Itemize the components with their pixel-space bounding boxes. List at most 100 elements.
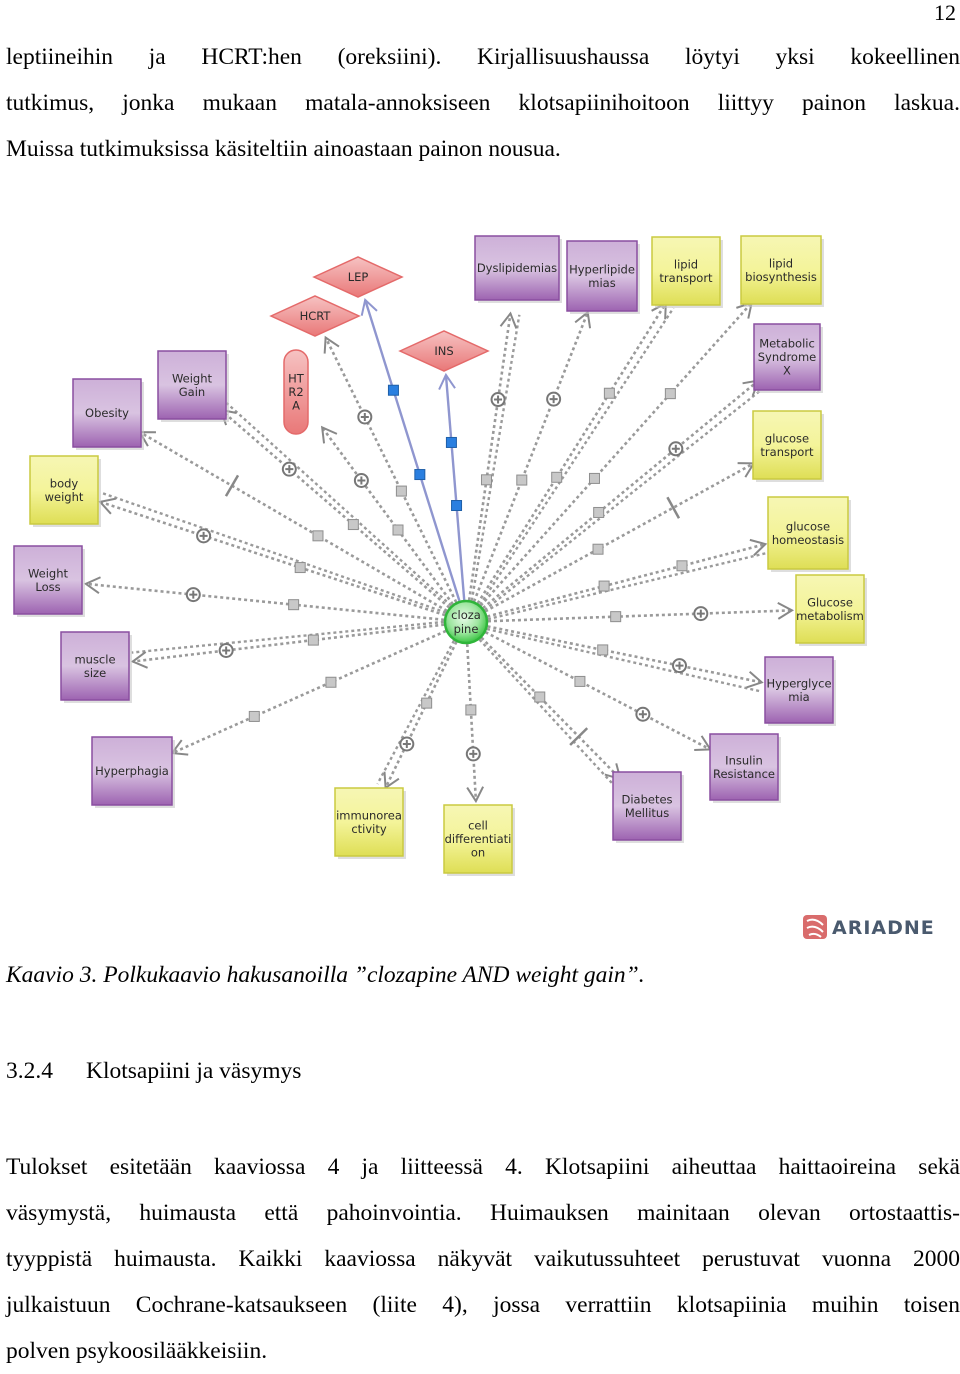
node-ins[interactable]: INS — [398, 330, 490, 372]
node-box — [764, 656, 834, 724]
node-label: ctivity — [351, 822, 387, 836]
node-hcrt[interactable]: HCRT — [269, 295, 361, 337]
edge-square-marker — [480, 474, 492, 486]
node-obesity[interactable]: Obesity — [72, 378, 144, 450]
edge-square-marker — [664, 388, 676, 400]
arrowhead — [360, 297, 378, 316]
node-label: differentiati — [445, 832, 512, 846]
edge-square-marker — [676, 560, 688, 572]
node-label: size — [84, 666, 106, 680]
node-label: Weight — [172, 371, 213, 385]
node-hyperphagia[interactable]: Hyperphagia — [91, 736, 175, 808]
edge-line — [132, 623, 445, 663]
edge-line — [478, 638, 615, 787]
edge-line — [102, 492, 447, 614]
edge-line — [478, 307, 675, 606]
edge-line — [364, 299, 461, 602]
edge-line — [321, 426, 454, 606]
node-label: weight — [45, 490, 84, 504]
edge-square-marker — [445, 436, 457, 448]
node-box — [795, 574, 865, 644]
node-box — [752, 410, 822, 480]
node-box — [13, 545, 83, 615]
text-line: julkaistuun Cochrane-katsaukseen (liite … — [6, 1292, 960, 1318]
text-line: leptiineihin ja HCRT:hen (oreksiini). Ki… — [6, 44, 960, 70]
ariadne-logo: ARIADNE — [803, 915, 935, 939]
node-label: HCRT — [300, 309, 332, 323]
node-label: Resistance — [713, 767, 775, 781]
node-box — [91, 736, 173, 806]
node-label: Obesity — [85, 406, 129, 420]
edge-square-marker — [451, 500, 463, 512]
node-box — [566, 240, 638, 312]
edge-plus-glyph — [189, 590, 198, 599]
node-lep[interactable]: LEP — [312, 256, 404, 298]
node-clozapine[interactable]: clozapine — [443, 599, 489, 645]
node-label: R2 — [288, 385, 303, 399]
edge-line — [486, 542, 766, 618]
node-label: lipid — [769, 256, 793, 270]
edge-plus-glyph — [494, 395, 503, 404]
edge-line — [487, 625, 763, 684]
edge-line — [486, 627, 761, 693]
node-label: Weight — [28, 566, 69, 580]
edge-square-marker — [387, 384, 399, 396]
edge-square-marker — [574, 675, 586, 687]
node-box — [334, 787, 404, 857]
arrowhead — [749, 538, 768, 557]
node-box — [157, 350, 227, 420]
center-node-circle — [443, 599, 489, 645]
edge-line — [131, 620, 444, 654]
figure-caption: Kaavio 3. Polkukaavio hakusanoilla ”cloz… — [6, 962, 645, 988]
node-label: transport — [760, 445, 814, 459]
edge-square-marker — [248, 710, 260, 722]
section-number: 3.2.4 — [6, 1058, 53, 1084]
edge-square-marker — [597, 644, 609, 656]
edge-square-marker — [395, 485, 407, 497]
edge-line — [467, 313, 512, 601]
edge-line — [99, 500, 446, 617]
arrowhead — [777, 601, 795, 620]
arrowhead — [694, 735, 713, 752]
arrowhead — [499, 311, 518, 329]
edge-square-marker — [610, 611, 622, 623]
node-label: immunorea — [336, 808, 402, 822]
text-line: tyyppistä huimausta. Kaikki kaaviossa nä… — [6, 1246, 960, 1272]
edge-square-marker — [414, 469, 426, 481]
node-label: lipid — [674, 257, 698, 271]
edge-line — [139, 430, 448, 613]
node-label: Metabolic — [759, 337, 815, 351]
edges-layer — [83, 297, 795, 804]
edge-square-marker — [288, 599, 300, 611]
logo-text: ARIADNE — [832, 917, 935, 939]
node-label: on — [471, 846, 485, 860]
edge-square-marker — [392, 524, 404, 536]
edge-square-marker — [592, 543, 604, 555]
node-box — [443, 804, 513, 874]
edge-square-marker — [593, 506, 605, 518]
node-dyslipidemias[interactable]: Dyslipidemias — [474, 235, 562, 303]
edge-line — [85, 582, 445, 622]
node-label: homeostasis — [772, 533, 844, 547]
edge-plus-glyph — [671, 444, 680, 453]
edge-square-marker — [603, 387, 615, 399]
arrowhead — [466, 786, 485, 804]
node-box — [753, 323, 821, 391]
